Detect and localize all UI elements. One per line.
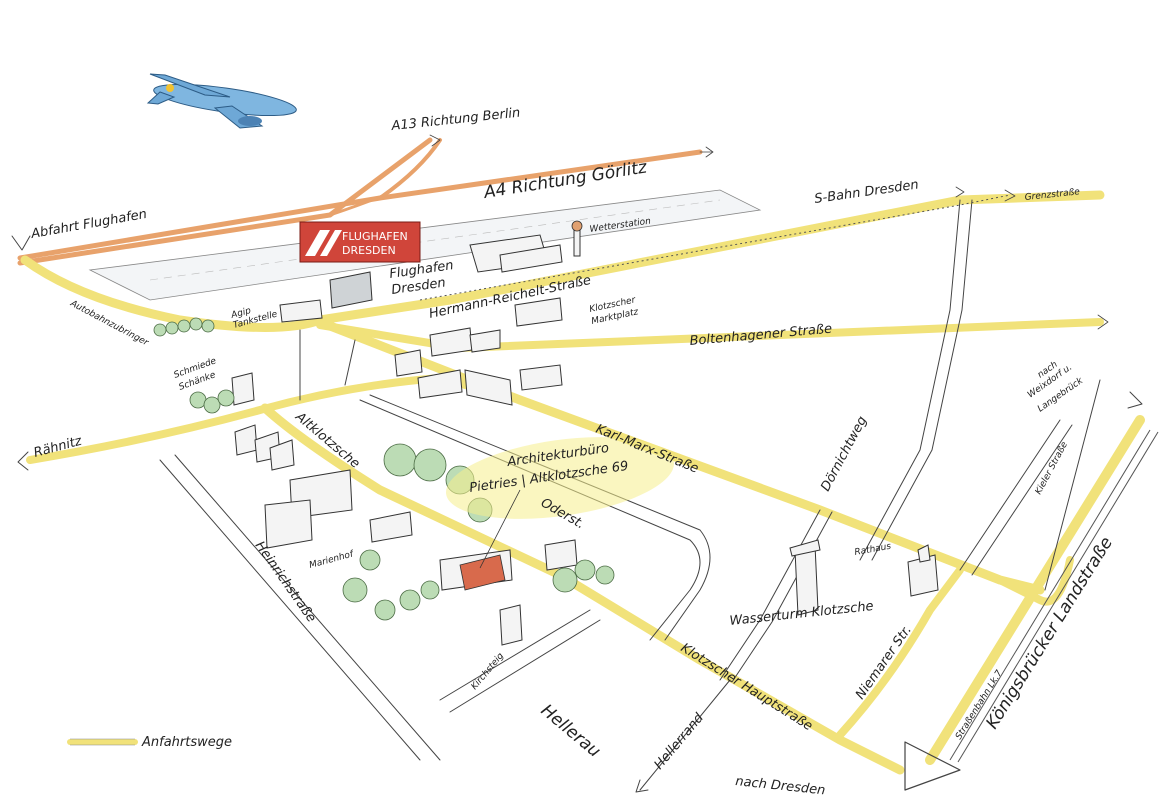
label-boltenhagener: Boltenhagener Straße xyxy=(689,322,833,349)
architect-highlight xyxy=(445,437,675,569)
runway xyxy=(88,189,762,301)
sbahn-line xyxy=(419,186,1109,330)
label-a13: A13 Richtung Berlin xyxy=(390,106,521,135)
label-rathaus: Rathaus xyxy=(854,542,892,558)
label-sbahn: S-Bahn Dresden xyxy=(813,177,919,206)
motorway-a13 xyxy=(17,134,442,266)
label-a4: A4 Richtung Görlitz xyxy=(482,157,650,203)
label-niemarer: Niemarer Str. xyxy=(853,623,915,702)
label-heinrichstrasse: Heinrichstraße xyxy=(252,539,319,626)
legend-label: Anfahrtswege xyxy=(141,735,232,750)
label-kirchsteig: Kirchsteig xyxy=(470,651,507,692)
label-abfahrt: Abfahrt Flughafen xyxy=(29,207,148,242)
airport-buildings xyxy=(279,220,583,323)
label-kieler: Kieler Straße xyxy=(1034,440,1070,496)
airport-logo-text-1: FLUGHAFEN xyxy=(342,230,408,243)
tram-line xyxy=(949,429,1159,763)
label-hellerau: Hellerau xyxy=(537,701,605,762)
label-nach-dresden: nach Dresden xyxy=(735,774,826,798)
airport-logo: FLUGHAFEN DRESDEN xyxy=(299,221,421,263)
label-marienhof: Marienhof xyxy=(308,549,356,571)
label-doernichtweg: Dörnichtweg xyxy=(818,414,870,494)
legend: Anfahrtswege xyxy=(67,735,232,750)
arrow-nach-dresden xyxy=(904,741,961,791)
trees xyxy=(153,317,615,621)
label-hellerrand: Hellerrand xyxy=(652,710,708,772)
town-buildings xyxy=(231,297,939,646)
airport-logo-text-2: DRESDEN xyxy=(342,244,396,257)
direction-arrows xyxy=(11,235,1143,793)
airplane-icon xyxy=(146,73,297,129)
secondary-roads xyxy=(159,199,1101,791)
